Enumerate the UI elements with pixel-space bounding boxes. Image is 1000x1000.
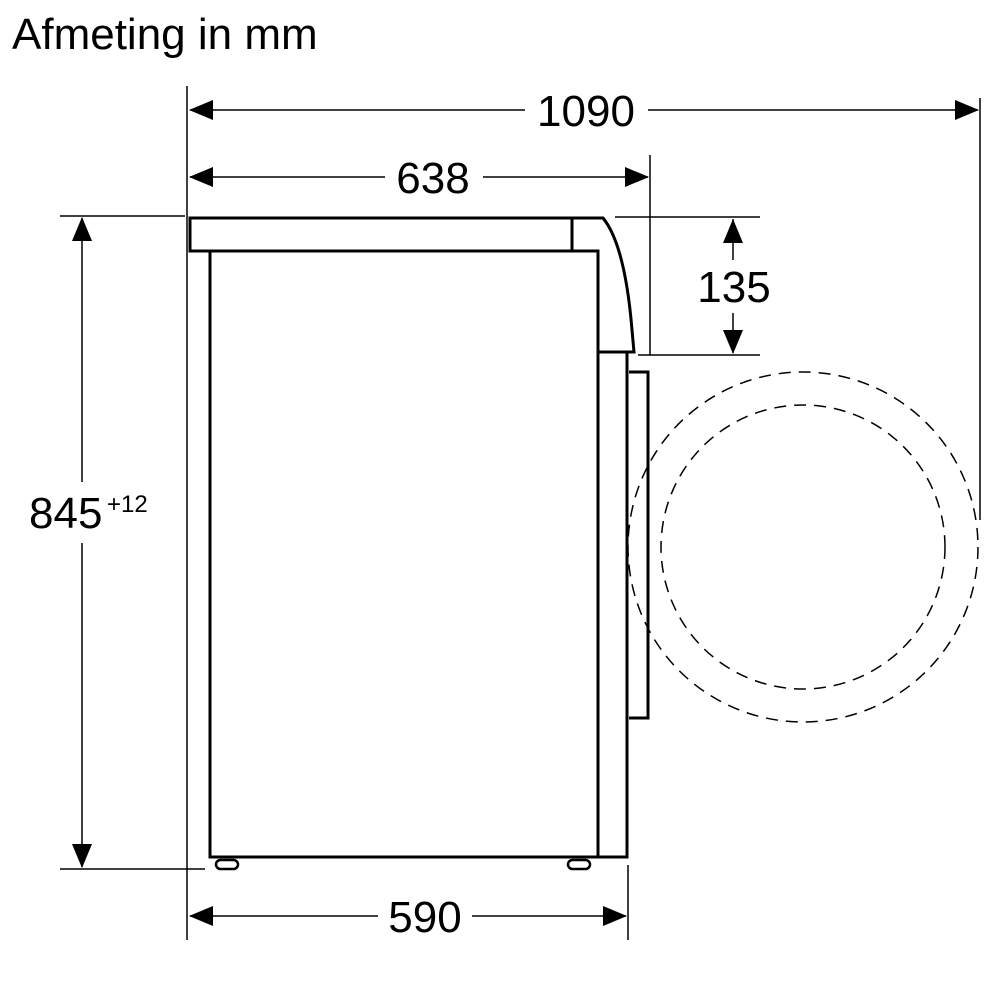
page-title: Afmeting in mm — [12, 10, 318, 59]
door-swing-arc — [627, 371, 979, 723]
dimension-590: 590 — [189, 893, 627, 942]
door-swing-inner — [660, 404, 946, 690]
foot-right — [566, 858, 592, 871]
dimension-1090: 1090 — [189, 87, 979, 136]
worktop-outline — [188, 216, 636, 354]
dimension-135: 135 — [697, 219, 771, 354]
dim-label-845: 845 — [29, 489, 102, 538]
extension-lines — [60, 86, 981, 940]
dim-label-135: 135 — [697, 263, 770, 312]
dim-label-590: 590 — [388, 893, 461, 942]
dim-label-1090: 1090 — [537, 87, 635, 136]
dimension-845: 845 +12 — [29, 217, 148, 868]
dim-tolerance-label: +12 — [107, 491, 148, 518]
dim-label-638: 638 — [396, 154, 469, 203]
appliance-outline — [188, 216, 650, 871]
foot-left — [214, 858, 240, 871]
dimension-638: 638 — [189, 154, 649, 203]
door-swing-outer — [627, 371, 979, 723]
door-outline — [629, 370, 650, 720]
